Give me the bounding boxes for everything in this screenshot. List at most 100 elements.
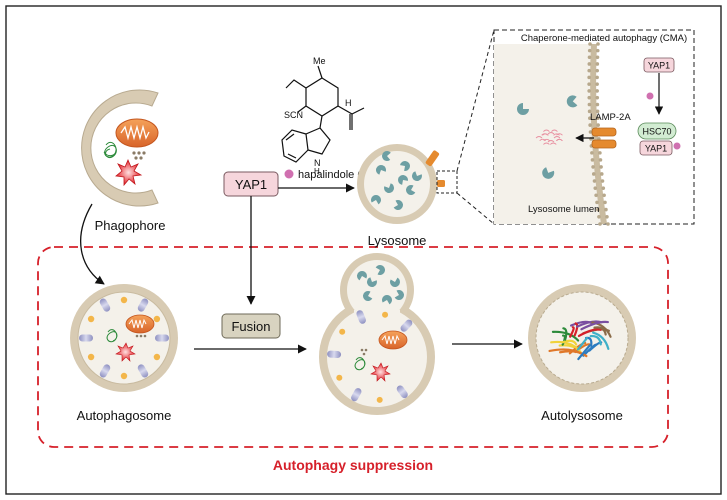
lysosome-lumen-label: Lysosome lumen — [528, 204, 599, 215]
cargo-dot-icon — [153, 353, 161, 361]
receptor-icon — [99, 364, 111, 378]
hydrolase-icon — [357, 271, 367, 281]
fusion-label: Fusion — [231, 319, 270, 334]
peptide-fragment-icon — [539, 138, 547, 142]
zoom-connector-top — [456, 29, 495, 172]
hydrolase-icon — [393, 200, 403, 210]
degraded-protein-cloud — [535, 129, 563, 145]
inset-yap1-bottom-label: YAP1 — [645, 144, 667, 154]
damaged-protein-burst-icon — [370, 362, 391, 382]
cargo-dot-icon — [87, 315, 95, 323]
degraded-fragment-icon — [577, 328, 602, 338]
receptor-icon — [137, 298, 149, 312]
membrane-lipid-icon — [595, 55, 600, 60]
small-granules-icon — [360, 348, 368, 356]
peptide-fragment-icon — [549, 142, 557, 145]
membrane-lipid-icon — [606, 222, 610, 226]
suppression-region — [37, 246, 669, 448]
receptor-icon — [351, 388, 362, 402]
hydrolase-icon — [376, 165, 386, 175]
autophagosome — [70, 284, 178, 392]
protein-aggregate-icon — [354, 357, 366, 371]
membrane-lipid-icon — [595, 75, 599, 80]
membrane-lipid-icon — [595, 68, 599, 73]
receptor-icon — [396, 385, 408, 399]
inset-yap1-bottom-box — [639, 140, 673, 156]
membrane-lipid-icon — [601, 186, 606, 190]
degraded-fragment-icon — [592, 331, 610, 350]
receptor-icon — [79, 334, 93, 342]
peptide-fragment-icon — [547, 132, 555, 135]
membrane-lipid-icon — [599, 165, 603, 169]
cargo-dot-icon — [339, 328, 346, 335]
membrane-lipid-icon — [587, 102, 592, 107]
membrane-lipid-icon — [598, 151, 602, 155]
molecule-n-label: N — [314, 158, 321, 168]
phagophore — [81, 89, 159, 207]
membrane-lipid-icon — [605, 214, 609, 219]
membrane-lipid-icon — [592, 179, 597, 183]
hapalindole-structure — [281, 65, 365, 163]
lamp2a-channel-icon — [425, 150, 440, 167]
peptide-fragment-icon — [553, 133, 560, 136]
hydrolase-icon — [394, 290, 404, 300]
small-granules-icon — [132, 151, 146, 160]
cargo-dot-icon — [336, 374, 343, 381]
receptor-icon — [356, 310, 366, 324]
lysosomal-membrane — [587, 42, 610, 226]
inset-yap1-box — [643, 57, 675, 73]
degraded-fragment-icon — [576, 336, 589, 351]
hapalindole-label: hapalindole Q — [298, 169, 366, 181]
peptide-fragment-icon — [543, 142, 550, 145]
autolysosome-label: Autolysosome — [541, 408, 623, 423]
membrane-lipid-icon — [588, 130, 593, 134]
protein-aggregate-icon — [106, 329, 118, 343]
autophagosome-cargo — [106, 314, 155, 362]
lamp2a-channel-icon — [591, 127, 617, 149]
yap1-label: YAP1 — [235, 177, 267, 192]
cargo-dot-icon — [87, 353, 95, 361]
hydrolase-icon — [390, 277, 400, 287]
inset-hydrolases — [517, 95, 578, 179]
peptide-fragment-icon — [556, 133, 563, 136]
membrane-lipid-icon — [595, 200, 599, 205]
membrane-lipid-icon — [587, 68, 591, 73]
peptide-fragment-icon — [556, 138, 563, 142]
receptor-icon — [400, 319, 413, 332]
peptide-fragment-icon — [547, 140, 555, 143]
hydrolase-icon — [382, 151, 391, 161]
peptide-fragment-icon — [543, 129, 550, 132]
membrane-lipid-icon — [595, 89, 599, 93]
hydrolase-icon — [375, 265, 385, 275]
degraded-fragment-icon — [550, 340, 579, 350]
damaged-protein-burst-icon — [115, 158, 143, 187]
suppression-label: Autophagy suppression — [273, 457, 433, 473]
hydrolase-icon — [400, 161, 410, 171]
fused-receptors — [327, 310, 413, 403]
inset-bound-hapalindole-dot-icon — [673, 142, 681, 150]
membrane-lipid-icon — [596, 123, 600, 127]
molecule-nh-label: H — [314, 167, 320, 176]
membrane-lipid-icon — [602, 193, 606, 198]
hydrolase-icon — [382, 295, 392, 305]
degraded-fragment-icon — [577, 344, 592, 361]
membrane-lipid-icon — [594, 193, 598, 198]
hydrolase-icon — [371, 195, 381, 205]
membrane-lipid-icon — [598, 158, 603, 162]
membrane-lipid-icon — [593, 186, 598, 190]
membrane-lipid-icon — [590, 151, 594, 155]
degraded-fragment-icon — [548, 348, 582, 355]
lamp2a-channel-icon — [437, 180, 445, 187]
inset-yap1-top-label: YAP1 — [648, 61, 670, 71]
cargo-dot-icon — [153, 315, 161, 323]
membrane-lipid-icon — [595, 62, 600, 66]
fused-hydrolases — [357, 265, 404, 305]
zoom-marker — [436, 170, 458, 194]
membrane-lipid-icon — [587, 109, 592, 114]
membrane-lipid-icon — [595, 95, 600, 100]
degraded-fragment-icon — [569, 326, 575, 338]
membrane-lipid-icon — [595, 102, 600, 107]
degraded-fragment-icon — [561, 339, 578, 346]
